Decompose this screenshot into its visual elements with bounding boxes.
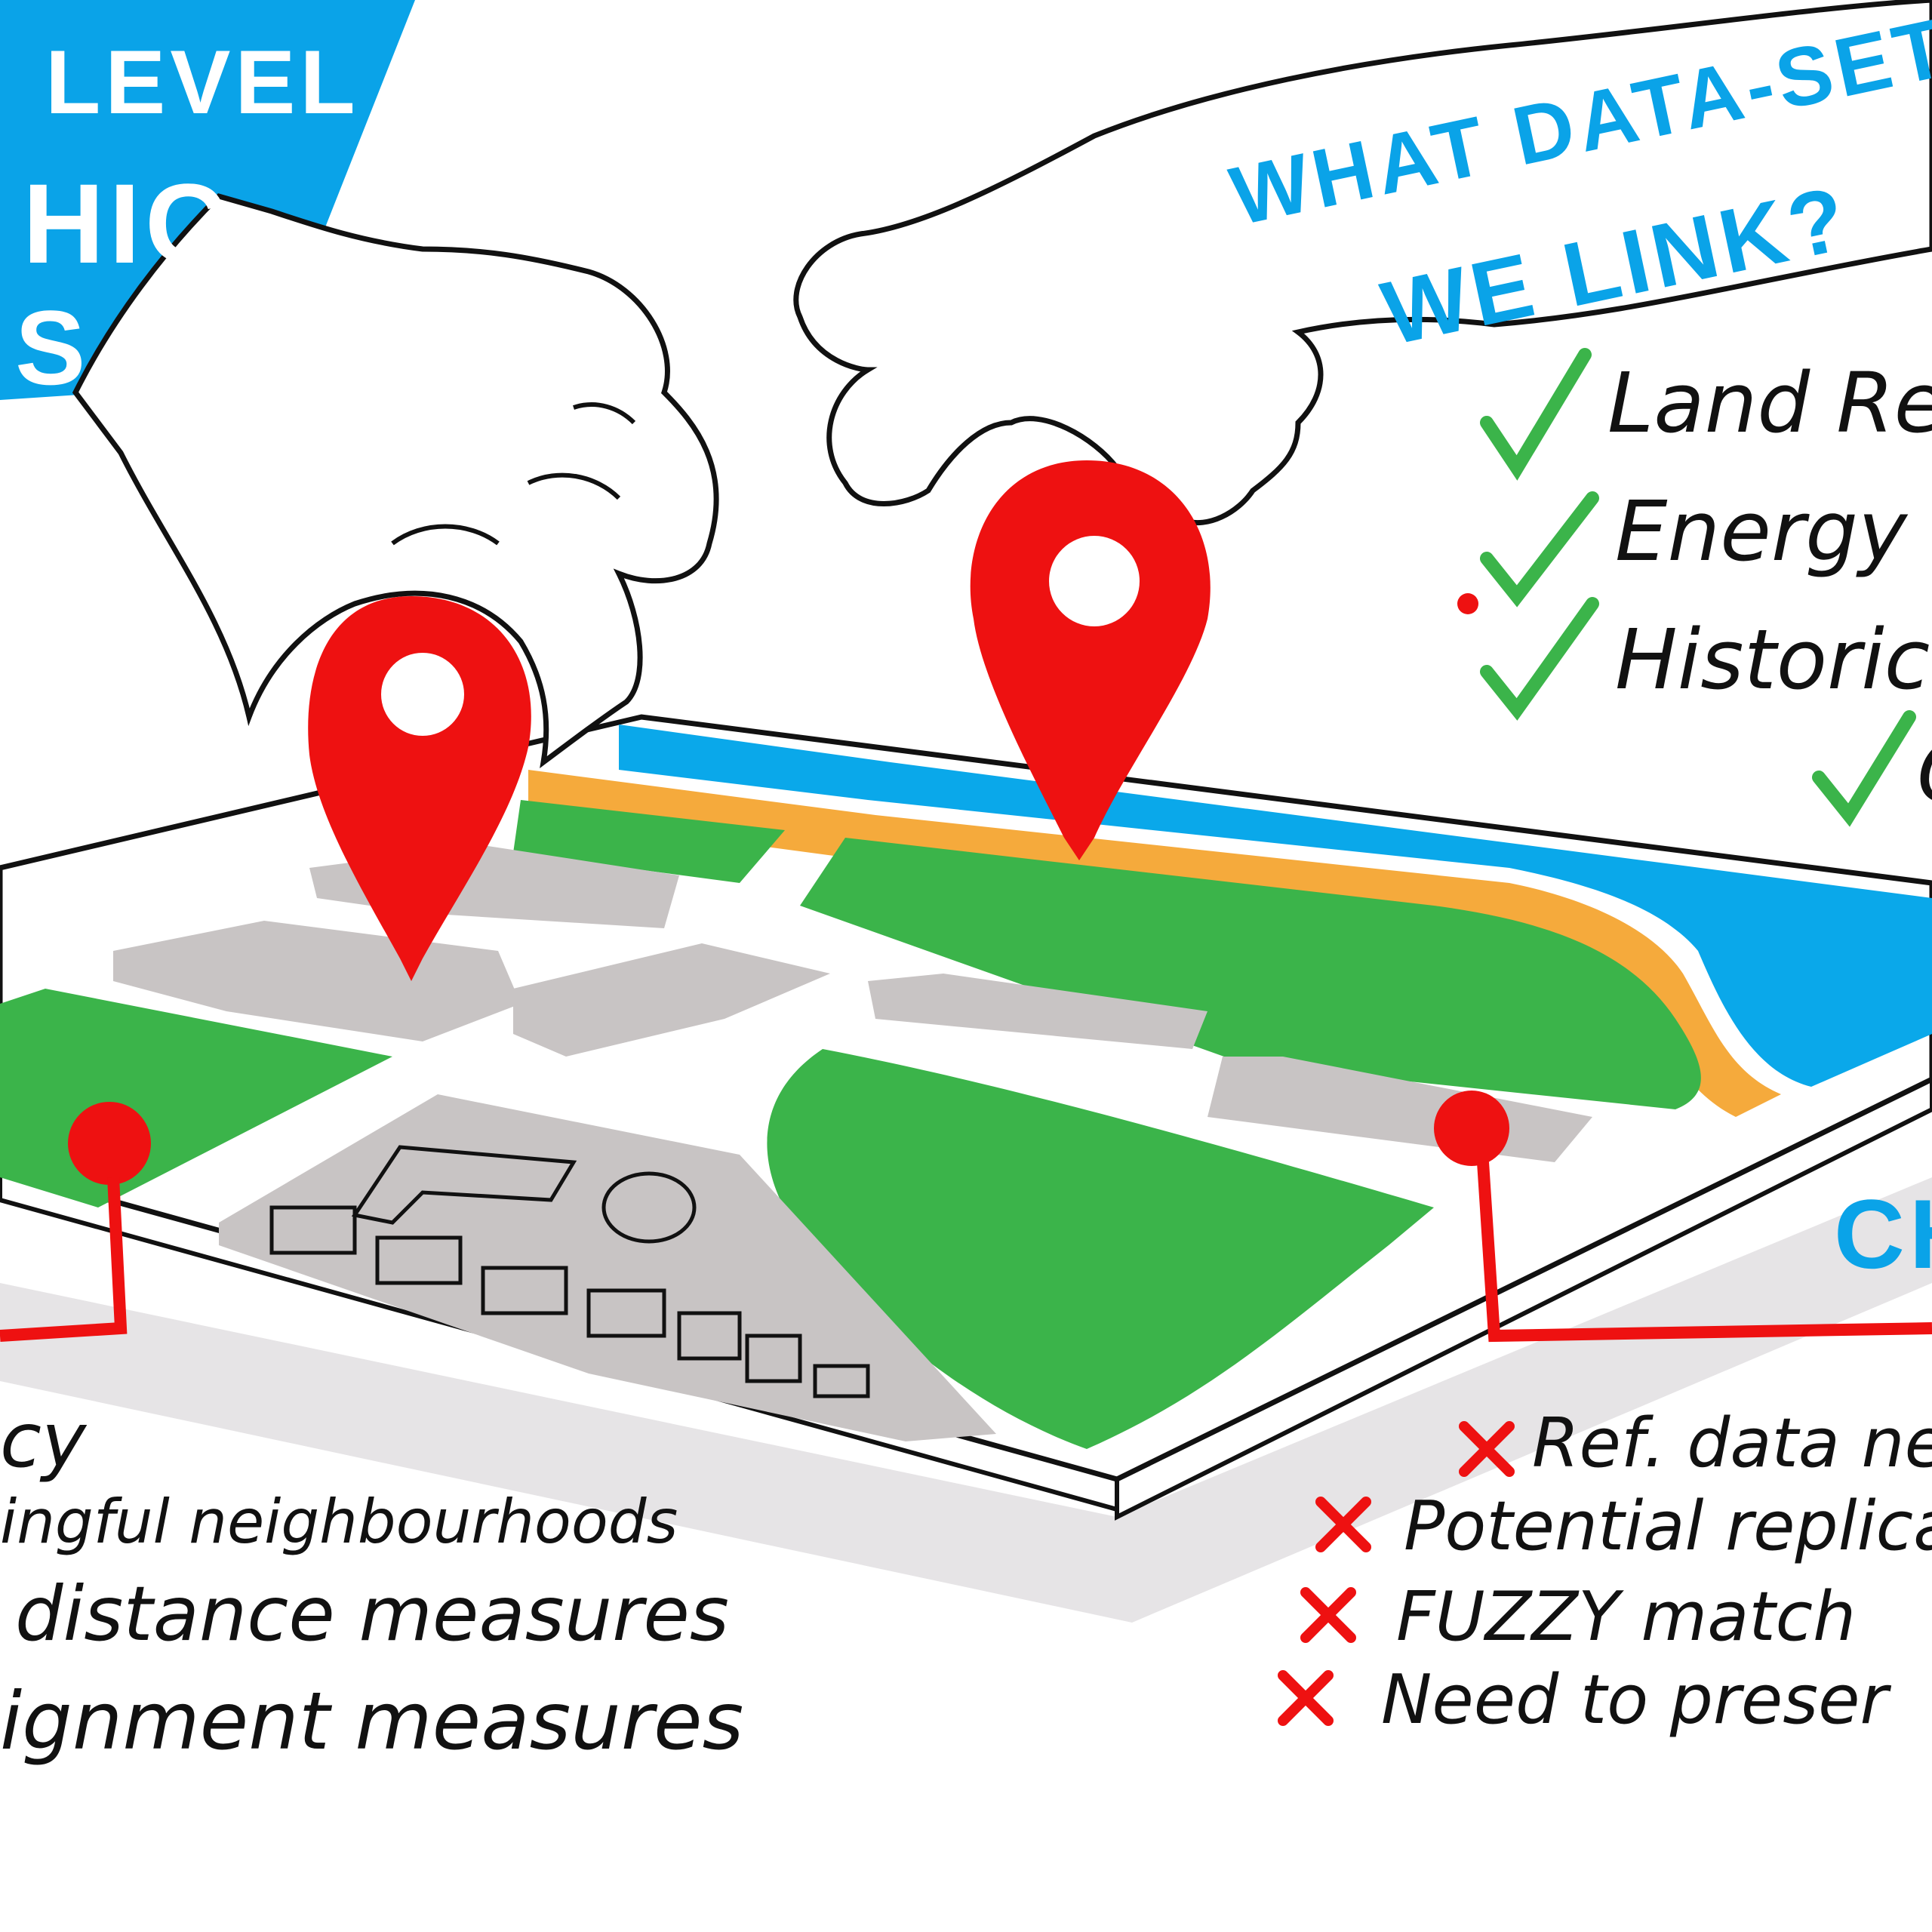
check-icon-4 [1812,710,1916,827]
banner-line-3: S [15,288,91,407]
banner-line-1: LEVEL [45,32,360,133]
left-hand-fingers [391,402,636,546]
map-pin-left-icon [308,596,531,981]
title-banner [0,0,415,400]
callout-line-left [0,1102,151,1342]
right-hand-icon [793,0,1932,526]
check-icon-1 [1480,348,1592,481]
red-dot [1457,593,1478,614]
building-outlines [269,1145,870,1398]
park-center [767,1049,1434,1449]
cross-icon-2 [1315,1497,1371,1552]
callout-line-right [1434,1091,1932,1343]
challenge-item-2: Potential replica [1404,1487,1932,1566]
left-list-item-2: ingful neighbourhoods [0,1487,678,1557]
cross-icon-4 [1278,1670,1334,1726]
challenge-item-1: Ref. data ne [1532,1404,1932,1483]
dataset-item-fourth: C [1917,724,1932,821]
banner-line-2: HIC [23,160,232,287]
check-icon-3 [1480,597,1599,721]
challenge-item-3: FUZZY match [1396,1577,1857,1657]
map-shadow [0,1177,1932,1623]
map-water [619,724,1932,1087]
left-hand-icon [72,193,719,769]
check-icon-2 [1480,491,1599,608]
left-list-item-4: ignment measures [0,1675,744,1767]
challenge-item-4: Need to preser [1381,1660,1888,1740]
cross-icon-1 [1459,1421,1515,1477]
left-list-item-1: cy [0,1396,87,1484]
challenges-heading: CH [1834,1179,1932,1289]
map-pin-right-icon [970,460,1211,860]
park-top-left [513,800,785,883]
dataset-item-land-registry: Land Regi [1607,355,1932,451]
dataset-item-energy: Energy P [1615,483,1932,580]
park-riverside [800,838,1701,1109]
left-list-item-3: distance measures [15,1570,729,1658]
cross-icon-3 [1300,1587,1356,1643]
dataset-item-historic: Historic G [1615,611,1932,708]
